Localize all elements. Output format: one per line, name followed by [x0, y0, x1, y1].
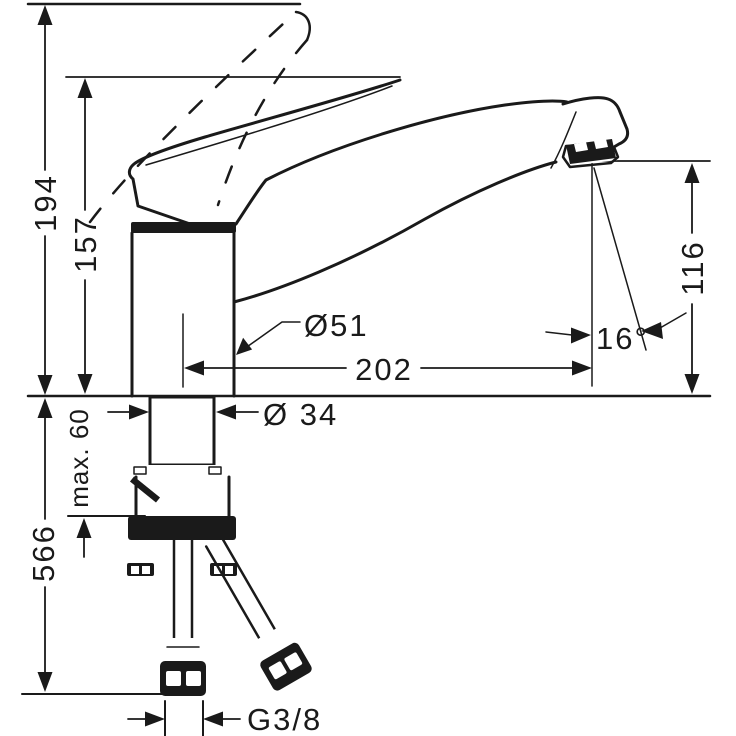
left-leg	[140, 540, 153, 563]
dim-connection-thread: G3/8	[127, 700, 322, 736]
outlet-angle-label: 16°	[596, 321, 649, 356]
hose-collar	[253, 626, 291, 661]
arrow-up	[37, 398, 53, 418]
dim-body-diameter: Ø51	[236, 308, 369, 355]
aerator-slot-left	[574, 142, 588, 152]
leader-line	[243, 321, 301, 350]
handle-height-label: 157	[68, 215, 103, 273]
spout-head-outline	[561, 96, 630, 149]
cartridge-joint-band	[131, 222, 236, 233]
raised-handle-tip-arc	[294, 10, 311, 42]
arrow-up	[76, 518, 92, 538]
hose-collar	[167, 638, 199, 662]
outlet-height-label: 116	[675, 240, 710, 295]
dim-outlet-height: 116	[675, 163, 710, 394]
arrow-up	[77, 78, 93, 98]
raised-handle-dashed-underside	[216, 38, 309, 207]
flange-notch-right	[208, 466, 222, 475]
shank-diameter-label: Ø 34	[263, 397, 338, 432]
arrow-left-pointing	[216, 404, 236, 420]
water-stream-angle-line	[593, 167, 647, 351]
spout-head-inner-line	[550, 111, 577, 169]
hose-length-label: 566	[26, 524, 61, 582]
spout-reach-label: 202	[355, 352, 413, 387]
spout-top-edge	[234, 99, 569, 226]
raised-handle-dashed-edge	[88, 10, 298, 224]
dim-max-mounting-thickness: max. 60	[64, 408, 94, 558]
hose-line-right	[220, 536, 278, 633]
dim-outlet-angle: 16°	[545, 312, 687, 356]
mounting-nut	[128, 516, 236, 540]
leader-right	[659, 312, 687, 329]
body-diameter-label: Ø51	[304, 308, 369, 343]
dim-spout-reach: 202	[184, 352, 592, 387]
aerator-slot-right	[594, 139, 608, 149]
arrow-up	[684, 163, 700, 183]
dim-handle-height: 157	[68, 78, 103, 394]
hose-connector-slot-1	[166, 671, 181, 686]
overall-height-label: 194	[28, 174, 63, 232]
dim-hose-length: 566	[26, 398, 61, 692]
vertical-supply-hose	[160, 538, 206, 696]
aerator-outline	[561, 144, 620, 169]
arrow-right-pointing	[145, 711, 165, 727]
arrow-down	[37, 375, 53, 395]
arrow-head	[236, 337, 253, 355]
thread-size-label: G3/8	[247, 702, 322, 736]
max-mounting-thickness-label: max. 60	[64, 408, 94, 508]
arrow-at-vertical	[571, 327, 591, 344]
arrow-right	[572, 360, 592, 376]
lever-handle-outline	[127, 78, 402, 228]
hose-connector	[160, 661, 206, 696]
dim-shank-diameter: Ø 34	[107, 397, 338, 432]
leader-left	[545, 331, 573, 336]
hose-connector-slot-1	[268, 661, 287, 680]
hose-connector	[260, 642, 312, 691]
right-foot-slot-2	[225, 566, 233, 574]
hose-connector-slot-2	[186, 671, 201, 686]
arrow-right-pointing	[129, 404, 149, 420]
arrow-down	[77, 374, 93, 394]
diagonal-supply-hose	[204, 536, 312, 691]
arrow-left	[184, 360, 204, 376]
mounting-assembly	[122, 395, 312, 696]
left-foot-slot-1	[131, 566, 139, 574]
arrow-down	[37, 672, 53, 692]
dim-overall-height: 194	[28, 5, 63, 395]
arrow-left-pointing	[203, 711, 223, 727]
spout-bottom-edge	[232, 160, 558, 304]
hose-line-left	[204, 545, 262, 642]
hose-connector-slot-2	[284, 652, 303, 671]
flange-notch-left	[133, 466, 147, 475]
arrow-down	[684, 374, 700, 394]
right-foot-slot-1	[214, 566, 222, 574]
reference-lines	[21, 2, 712, 695]
arrow-at-stream	[641, 322, 663, 339]
shank-fill	[150, 397, 214, 465]
faucet-outline	[88, 10, 630, 398]
arrow-up	[37, 5, 53, 25]
left-foot-slot-2	[142, 566, 150, 574]
lever-handle-highlight-line	[145, 85, 393, 166]
